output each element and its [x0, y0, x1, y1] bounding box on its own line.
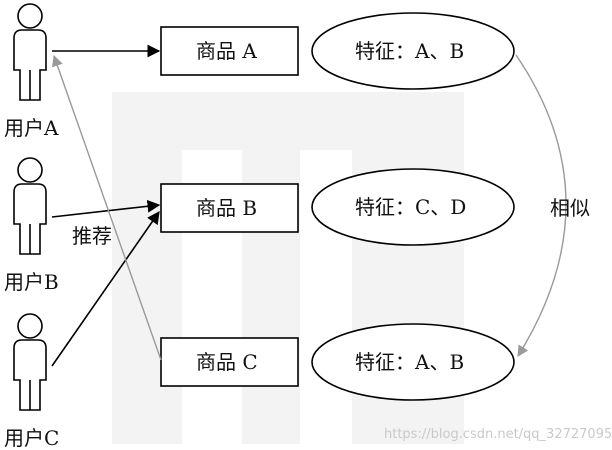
product-box-a	[160, 26, 299, 76]
edge-user-c-to-product-b	[51, 210, 160, 367]
feature-label-c: 特征：A、B	[355, 350, 465, 374]
product-box-c	[160, 337, 299, 387]
edge-product-c-recommend-to-user-a	[52, 54, 162, 361]
user-label-a: 用户A	[4, 116, 59, 140]
edge-label-recommend: 推荐	[72, 224, 112, 248]
feature-label-b: 特征：C、D	[355, 195, 467, 219]
edge-label-similar: 相似	[550, 196, 590, 220]
user-figure-a	[13, 3, 47, 101]
feature-ellipse-b	[311, 168, 515, 246]
feature-ellipse-a	[311, 12, 515, 90]
product-box-b	[160, 183, 299, 233]
feature-label-a: 特征：A、B	[355, 39, 465, 63]
edge-user-b-to-product-b	[51, 199, 161, 218]
user-label-c: 用户C	[4, 426, 60, 450]
product-label-c: 商品 C	[196, 350, 258, 374]
product-label-b: 商品 B	[196, 196, 258, 220]
user-figure-b	[13, 157, 47, 255]
edge-feature-a-similar-to-feature-c	[515, 54, 567, 357]
user-label-b: 用户B	[4, 270, 59, 294]
product-label-a: 商品 A	[196, 39, 257, 63]
user-figure-c	[13, 313, 47, 411]
feature-ellipse-c	[311, 323, 515, 401]
watermark-text: https://blog.csdn.net/qq_32727095	[384, 427, 612, 442]
